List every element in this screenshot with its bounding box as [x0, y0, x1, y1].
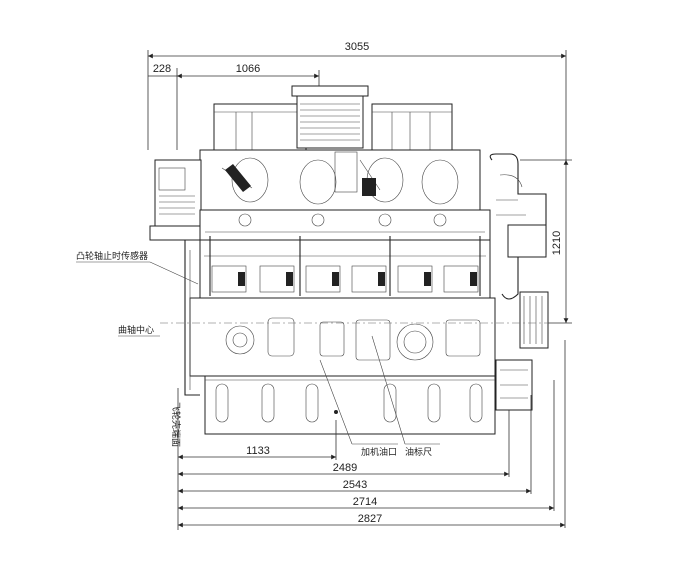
callout-oil-fill: 加机油口 — [319, 359, 398, 458]
dim-3055: 3055 — [345, 41, 369, 53]
dim-2714: 2714 — [353, 496, 377, 508]
dim-top-segment: 1066 — [177, 63, 320, 86]
dim-1133: 1133 — [246, 445, 270, 457]
dim-228: 228 — [153, 63, 171, 75]
dim-2827: 2827 — [358, 513, 382, 525]
dim-left-offset: 228 — [148, 63, 178, 150]
callout-crank-center: 曲轴中心 — [118, 324, 160, 337]
callout-camshaft-sensor: 凸轮轴止时传感器 — [76, 250, 199, 285]
dim-2489: 2489 — [333, 462, 357, 474]
dim-1066: 1066 — [236, 63, 260, 75]
callout-flywheel-face: 飞轮壳端面 — [170, 402, 182, 447]
engine-body — [149, 85, 565, 435]
dim-overall-width: 3055 — [147, 41, 567, 160]
dim-1210: 1210 — [551, 231, 563, 255]
callout-dipstick: 油标尺 — [371, 335, 440, 458]
label-flywheel-face: 飞轮壳端面 — [170, 402, 182, 447]
bottom-dimensions: 1133 2489 2543 2714 2827 — [177, 340, 566, 530]
label-crank-center: 曲轴中心 — [118, 324, 154, 336]
label-camshaft-sensor: 凸轮轴止时传感器 — [76, 250, 148, 262]
dim-2543: 2543 — [343, 479, 367, 491]
label-dipstick: 油标尺 — [405, 446, 432, 458]
label-oil-fill: 加机油口 — [361, 446, 397, 458]
